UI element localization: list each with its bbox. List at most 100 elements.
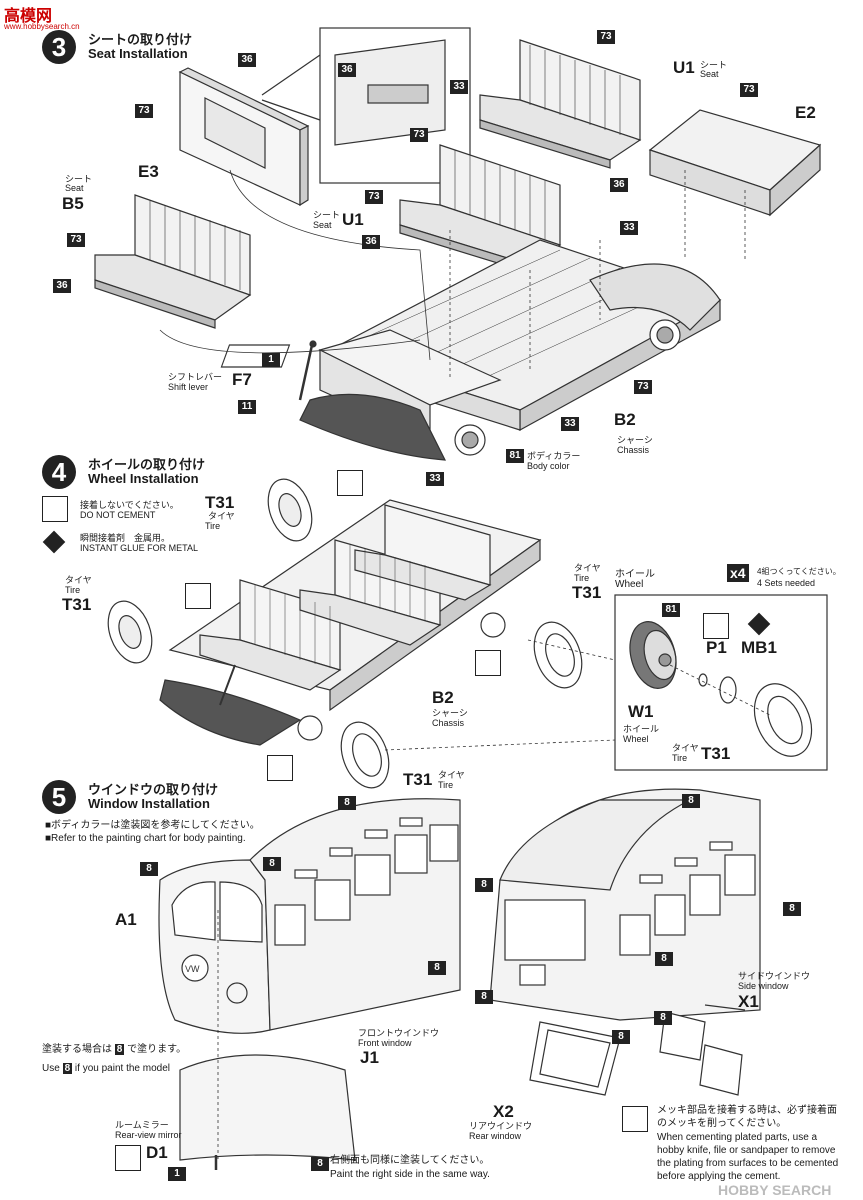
- part-number-73: 73: [740, 83, 758, 97]
- part-number-36: 36: [338, 63, 356, 77]
- part-number-36: 36: [610, 178, 628, 192]
- sets-badge: x4: [727, 564, 749, 582]
- no-cement-jp: 接着しないでください。: [80, 500, 179, 510]
- part-x1: X1: [738, 992, 759, 1011]
- tire-label-jp: タイヤ: [438, 770, 465, 780]
- part-number-8: 8: [654, 1011, 672, 1025]
- tire-label-jp: タイヤ: [574, 563, 601, 573]
- body-color-jp: ボディカラー: [527, 451, 581, 461]
- seat-label-en: Seat: [65, 183, 84, 193]
- sets-needed-en: 4 Sets needed: [757, 578, 816, 588]
- seat-label-en: Seat: [313, 220, 332, 230]
- part-number-81: 81: [506, 449, 524, 463]
- part-t31-left: T31: [62, 595, 92, 614]
- side-window-en: Side window: [738, 981, 789, 991]
- instant-glue-jp: 瞬間接着剤 金属用。: [80, 533, 171, 543]
- part-number-33: 33: [450, 80, 468, 94]
- part-number-8: 8: [475, 990, 493, 1004]
- tire-label-jp: タイヤ: [672, 743, 699, 753]
- seat-label-jp: シート: [313, 210, 341, 220]
- part-number-33: 33: [426, 472, 444, 486]
- plated-note-jp: メッキ部品を接着する時は、必ず接着面のメッキを削ってください。: [657, 1105, 837, 1129]
- tire-label-jp: タイヤ: [208, 511, 235, 521]
- wheel-label-jp: ホイール: [623, 724, 660, 734]
- part-b2: B2: [432, 688, 454, 707]
- paint-note-jp: ■ボディカラーは塗装図を参考にしてください。: [45, 820, 260, 831]
- right-side-note-en: Paint the right side in the same way.: [330, 1169, 490, 1180]
- use8-en-a: Use: [42, 1063, 60, 1074]
- plated-part-icon: [622, 1106, 648, 1132]
- tire-label-en: Tire: [672, 753, 688, 763]
- watermark-top: 高模网: [4, 8, 53, 25]
- part-p1: P1: [706, 638, 727, 657]
- paint-note-en: ■Refer to the painting chart for body pa…: [45, 833, 246, 844]
- part-f7: F7: [232, 370, 252, 389]
- plated-part-icon: [115, 1145, 141, 1171]
- step-4-title-jp: ホイールの取り付け: [88, 457, 206, 472]
- rear-window-en: Rear window: [469, 1131, 522, 1141]
- right-side-note-jp: 右側面も同様に塗装してください。: [330, 1155, 490, 1166]
- part-b5: B5: [62, 194, 84, 213]
- chassis-label-en: Chassis: [432, 718, 465, 728]
- part-number-73: 73: [634, 380, 652, 394]
- chassis-label-jp: シャーシ: [617, 435, 653, 445]
- part-t31-bottom: T31: [403, 770, 433, 789]
- chassis-label-en: Chassis: [617, 445, 650, 455]
- part-number-11: 11: [238, 400, 256, 414]
- sets-needed-jp: 4組つくってください。: [757, 567, 841, 576]
- wheel-label-jp: ホイール: [615, 569, 655, 580]
- part-j1: J1: [360, 1048, 379, 1067]
- no-cement-icon: [267, 755, 293, 781]
- no-cement-en: DO NOT CEMENT: [80, 510, 156, 520]
- part-number-81: 81: [662, 603, 680, 617]
- seat-label-en: Seat: [700, 69, 719, 79]
- svg-text:VW: VW: [185, 964, 200, 974]
- no-cement-icon: [475, 650, 501, 676]
- step-3-title-en: Seat Installation: [88, 46, 188, 61]
- part-t31-top: T31: [205, 493, 235, 512]
- part-number-33: 33: [620, 221, 638, 235]
- use8-jp-a: 塗装する場合は: [42, 1044, 112, 1055]
- footer-watermark: HOBBY SEARCH: [718, 1182, 832, 1198]
- part-number-36: 36: [238, 53, 256, 67]
- tire-label-en: Tire: [65, 585, 81, 595]
- part-number-8: 8: [140, 862, 158, 876]
- watermark-url: www.hobbysearch.cn: [4, 22, 80, 31]
- part-w1: W1: [628, 702, 654, 721]
- tire-label-en: Tire: [438, 780, 454, 790]
- part-number-8: 8: [114, 1044, 125, 1055]
- shift-lever-jp: シフトレバー: [168, 372, 223, 382]
- rear-window-jp: リアウインドウ: [469, 1121, 533, 1131]
- part-e3: E3: [138, 162, 159, 181]
- part-number-8: 8: [682, 794, 700, 808]
- part-number-8: 8: [263, 857, 281, 871]
- part-number-8: 8: [612, 1030, 630, 1044]
- shift-lever-en: Shift lever: [168, 382, 209, 392]
- use8-jp-b: で塗ります。: [127, 1044, 187, 1055]
- part-number-8: 8: [311, 1157, 329, 1171]
- side-window-jp: サイドウインドウ: [738, 971, 811, 981]
- tire-label-jp: タイヤ: [65, 575, 92, 585]
- plated-note-en: When cementing plated parts, use a hobby…: [657, 1132, 839, 1182]
- no-cement-icon: [185, 583, 211, 609]
- part-x2: X2: [493, 1102, 514, 1121]
- wheel-label-en: Wheel: [615, 579, 644, 590]
- use8-note-jp: 塗装する場合は 8 で塗ります。: [42, 1043, 186, 1056]
- part-number-73: 73: [597, 30, 615, 44]
- front-window-en: Front window: [358, 1038, 412, 1048]
- part-number-36: 36: [362, 235, 380, 249]
- part-number-73: 73: [135, 104, 153, 118]
- chassis-label-jp: シャーシ: [432, 708, 468, 718]
- part-number-8: 8: [428, 961, 446, 975]
- step-5-number: 5: [42, 780, 76, 814]
- part-number-8: 8: [655, 952, 673, 966]
- use8-en-b: if you paint the model: [74, 1063, 170, 1074]
- step-5-title-en: Window Installation: [88, 796, 210, 811]
- use8-note-en: Use 8 if you paint the model: [42, 1062, 170, 1075]
- part-number-36: 36: [53, 279, 71, 293]
- mirror-label-jp: ルームミラー: [115, 1120, 169, 1130]
- part-u1-top: U1: [673, 58, 695, 77]
- part-number-73: 73: [67, 233, 85, 247]
- no-cement-icon: [337, 470, 363, 496]
- part-t31-detail: T31: [701, 744, 731, 763]
